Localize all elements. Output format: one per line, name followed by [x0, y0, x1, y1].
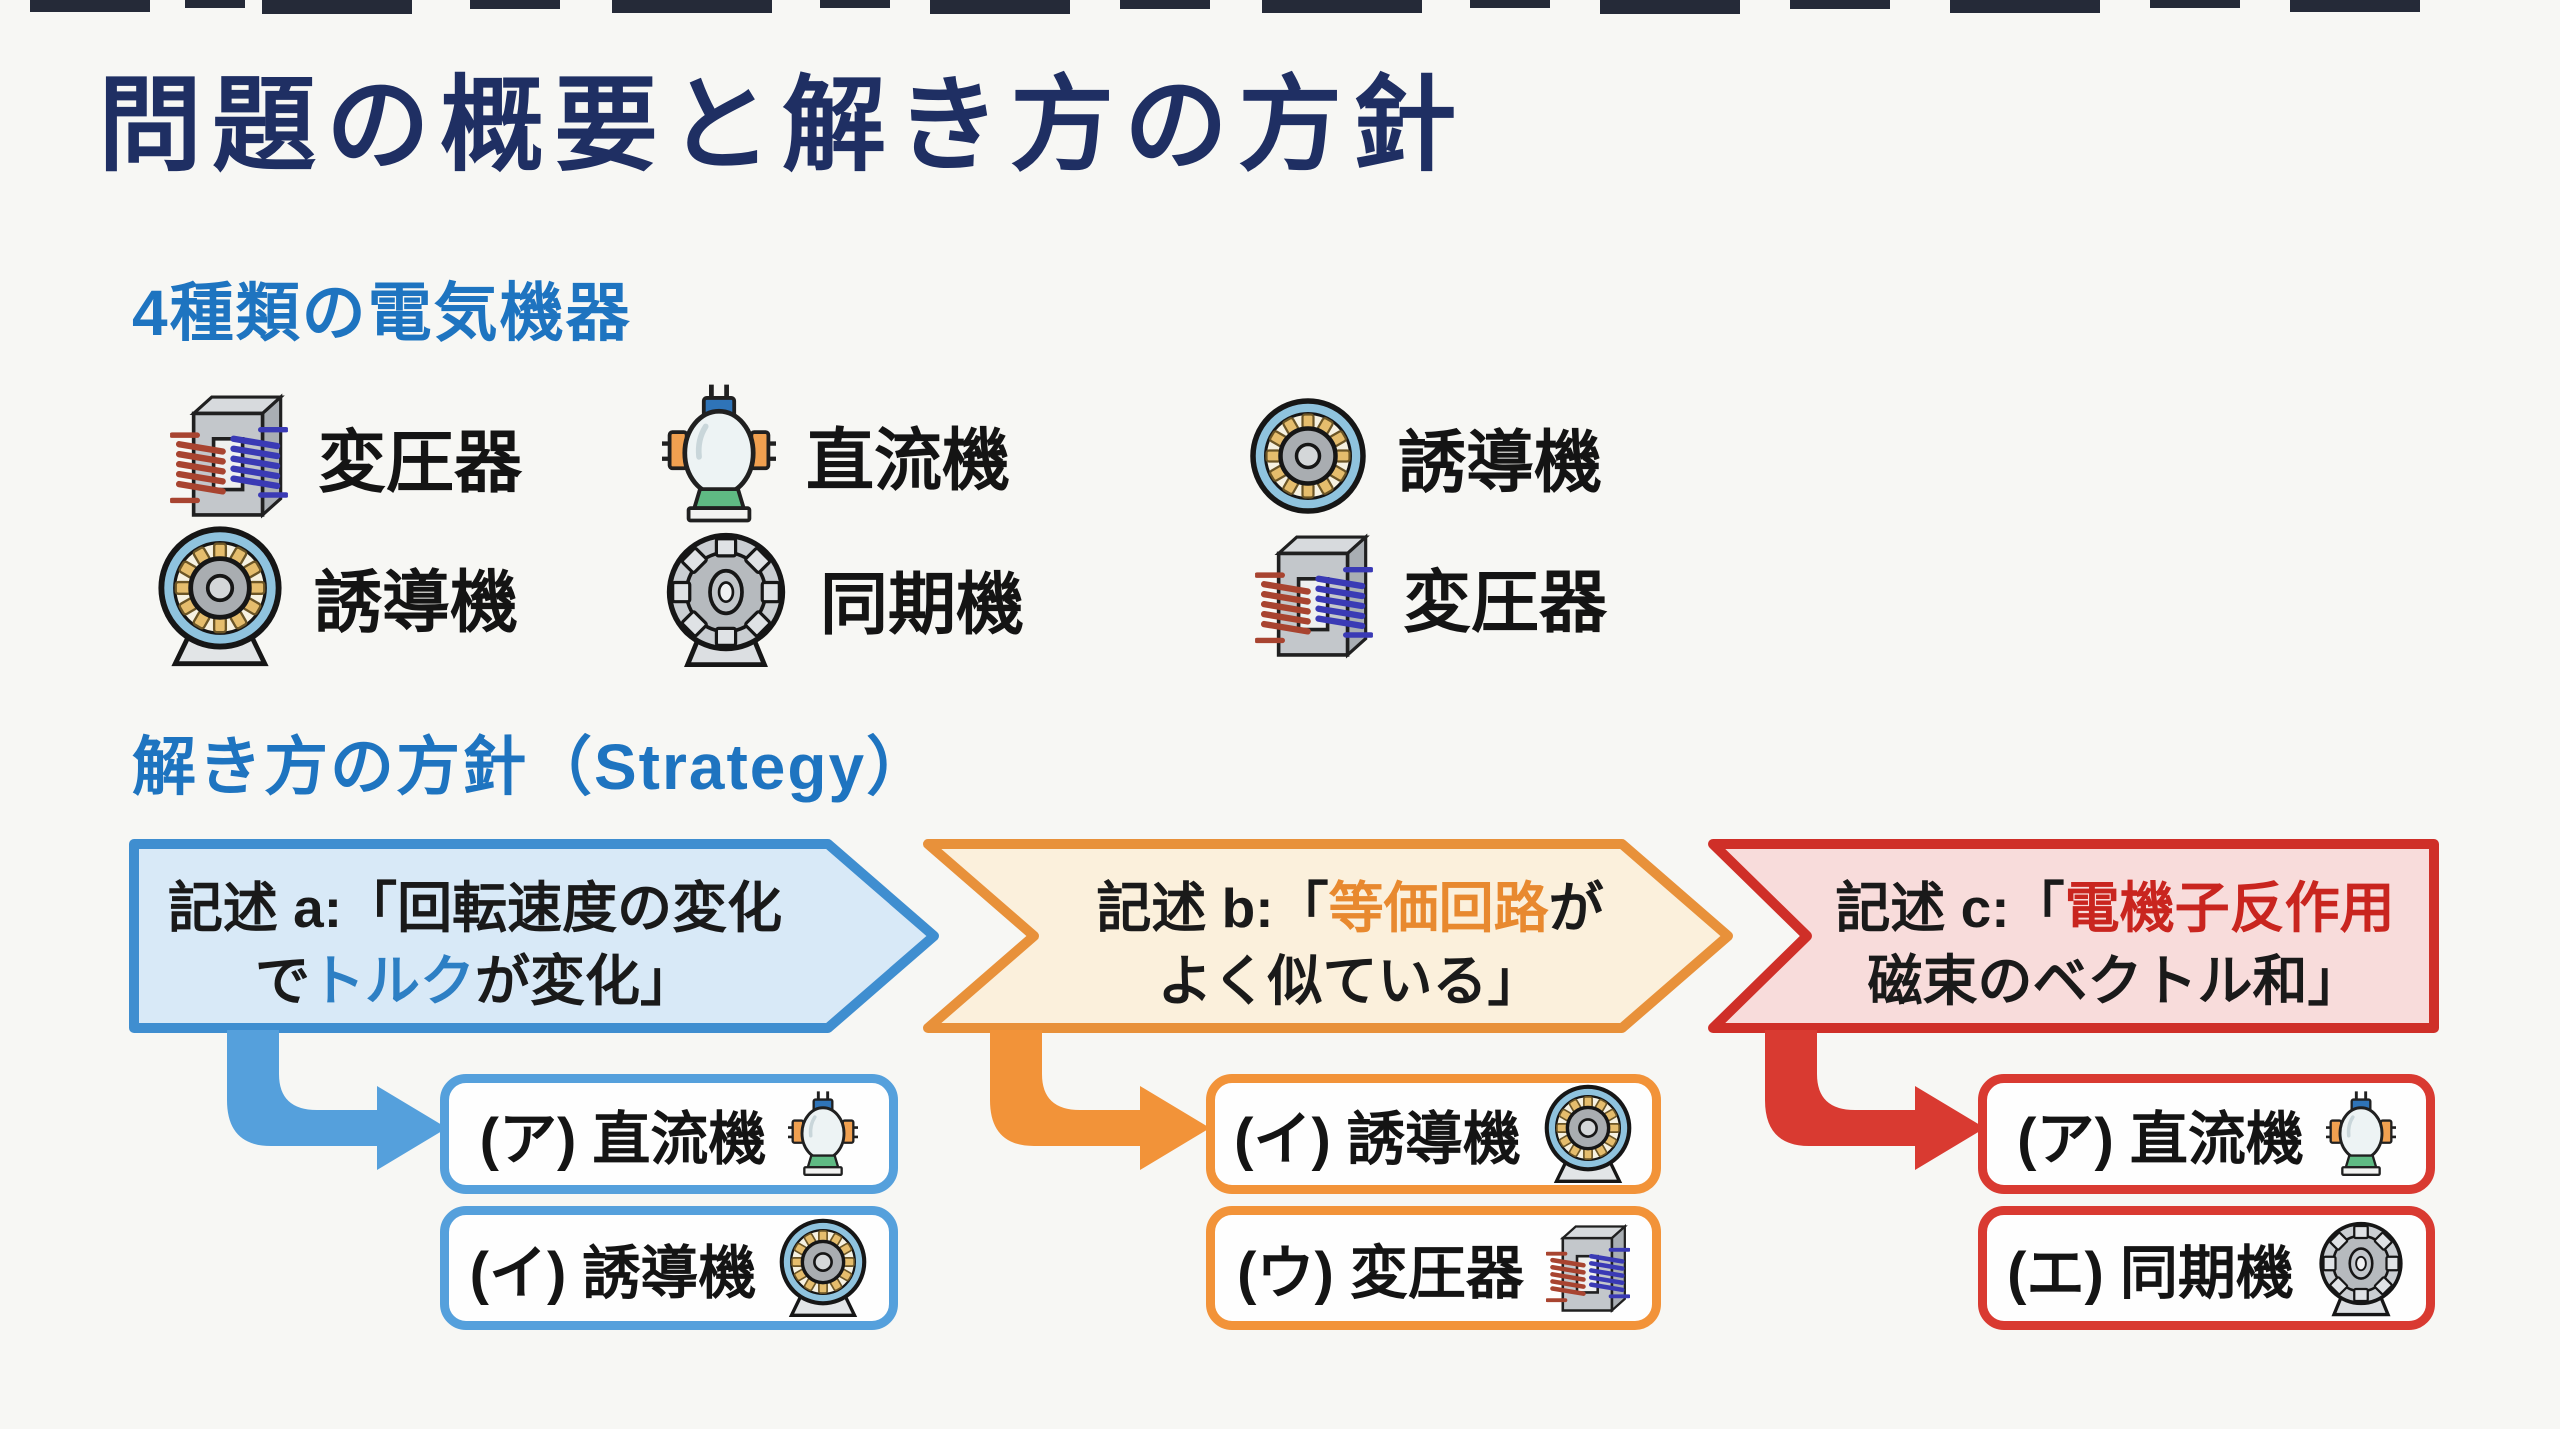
statement-line: 記述 c:「電機子反作用 [1815, 872, 2415, 945]
branch-a-arrow-icon [227, 1030, 447, 1170]
machine-label: 変圧器 [318, 424, 523, 501]
machine-label: 誘導機 [1398, 424, 1603, 501]
synchronous-machine-icon [2316, 1217, 2406, 1319]
induction-machine-icon [1543, 1083, 1633, 1185]
chevron-shape-c [1708, 839, 2439, 1033]
page-title: 問題の概要と解き方の方針 [98, 68, 1467, 184]
machine-item: 誘導機 [1248, 396, 1602, 516]
statement-c-chevron [1708, 839, 2439, 1033]
synchronous-machine-icon [662, 526, 790, 671]
statement-line: 磁束のベクトル和」 [1815, 945, 2415, 1018]
answer-label: (エ) 同期機 [2007, 1241, 2294, 1306]
statement-line: よく似ている」 [1045, 945, 1655, 1018]
branch-c-arrow-icon [1765, 1030, 1985, 1170]
statement-a-text: 記述 a:「回転速度の変化 でトルクが変化」 [150, 872, 800, 1017]
induction-machine-icon [1248, 396, 1368, 516]
text-segment: 記述 b:「 [1096, 877, 1329, 939]
transformer-icon [170, 388, 288, 524]
induction-machine-icon [156, 524, 284, 669]
answer-label: (ア) 直流機 [479, 1107, 767, 1172]
statement-c-text: 記述 c:「電機子反作用 磁束のベクトル和」 [1815, 872, 2415, 1017]
answer-label: (ア) 直流機 [2017, 1107, 2304, 1172]
dc-machine-icon [788, 1089, 858, 1179]
machine-label: 変圧器 [1403, 564, 1608, 641]
statement-line: 記述 a:「回転速度の変化 [150, 872, 800, 945]
answer-box: (ウ) 変圧器 [1206, 1206, 1661, 1330]
text-segment: よく似ている」 [1157, 949, 1543, 1012]
branch-b-arrow-icon [990, 1030, 1210, 1170]
dc-machine-icon [662, 378, 776, 530]
transformer-icon [1546, 1220, 1630, 1317]
answer-box: (ア) 直流機 [440, 1074, 898, 1194]
answer-box: (イ) 誘導機 [440, 1206, 898, 1330]
text-segment: が変化」 [475, 949, 696, 1012]
text-segment: が [1548, 877, 1604, 939]
highlighted-keyword: 電機子反作用 [2064, 877, 2395, 939]
machine-label: 同期機 [820, 567, 1025, 643]
induction-machine-icon [778, 1217, 868, 1319]
dc-machine-icon [2326, 1089, 2396, 1179]
statement-line: 記述 b:「等価回路が [1045, 872, 1655, 945]
answer-box: (エ) 同期機 [1978, 1206, 2435, 1330]
machine-item: 誘導機 [156, 524, 518, 669]
text-segment: 記述 a:「回転速度の変化 [167, 877, 783, 939]
statement-a-chevron [129, 839, 939, 1033]
answer-label: (ウ) 変圧器 [1237, 1241, 1524, 1306]
highlighted-keyword: 等価回路 [1328, 877, 1549, 939]
highlighted-keyword: トルク [309, 949, 475, 1012]
strategy-heading: 解き方の方針（Strategy） [132, 731, 933, 803]
machine-label: 直流機 [806, 422, 1011, 499]
text-segment: 磁束のベクトル和」 [1867, 949, 2363, 1012]
chevron-shape-a [129, 839, 939, 1033]
machines-heading: 4種類の電気機器 [132, 277, 632, 349]
answer-box: (ア) 直流機 [1978, 1074, 2435, 1194]
machine-item: 同期機 [662, 526, 1024, 671]
answer-label: (イ) 誘導機 [469, 1241, 757, 1306]
chevron-shape-b [923, 839, 1733, 1033]
machine-item: 変圧器 [1255, 528, 1607, 664]
answer-label: (イ) 誘導機 [1234, 1107, 1521, 1172]
machine-item: 直流機 [662, 378, 1010, 530]
machine-label: 誘導機 [314, 565, 519, 641]
machine-item: 変圧器 [170, 388, 522, 524]
statement-line: でトルクが変化」 [150, 945, 800, 1018]
statement-b-chevron [923, 839, 1733, 1033]
top-edge-artifact [0, 0, 2560, 20]
text-segment: で [254, 949, 310, 1012]
answer-box: (イ) 誘導機 [1206, 1074, 1661, 1194]
statement-b-text: 記述 b:「等価回路が よく似ている」 [1045, 872, 1655, 1017]
transformer-icon [1255, 528, 1373, 664]
text-segment: 記述 c:「 [1835, 877, 2065, 939]
